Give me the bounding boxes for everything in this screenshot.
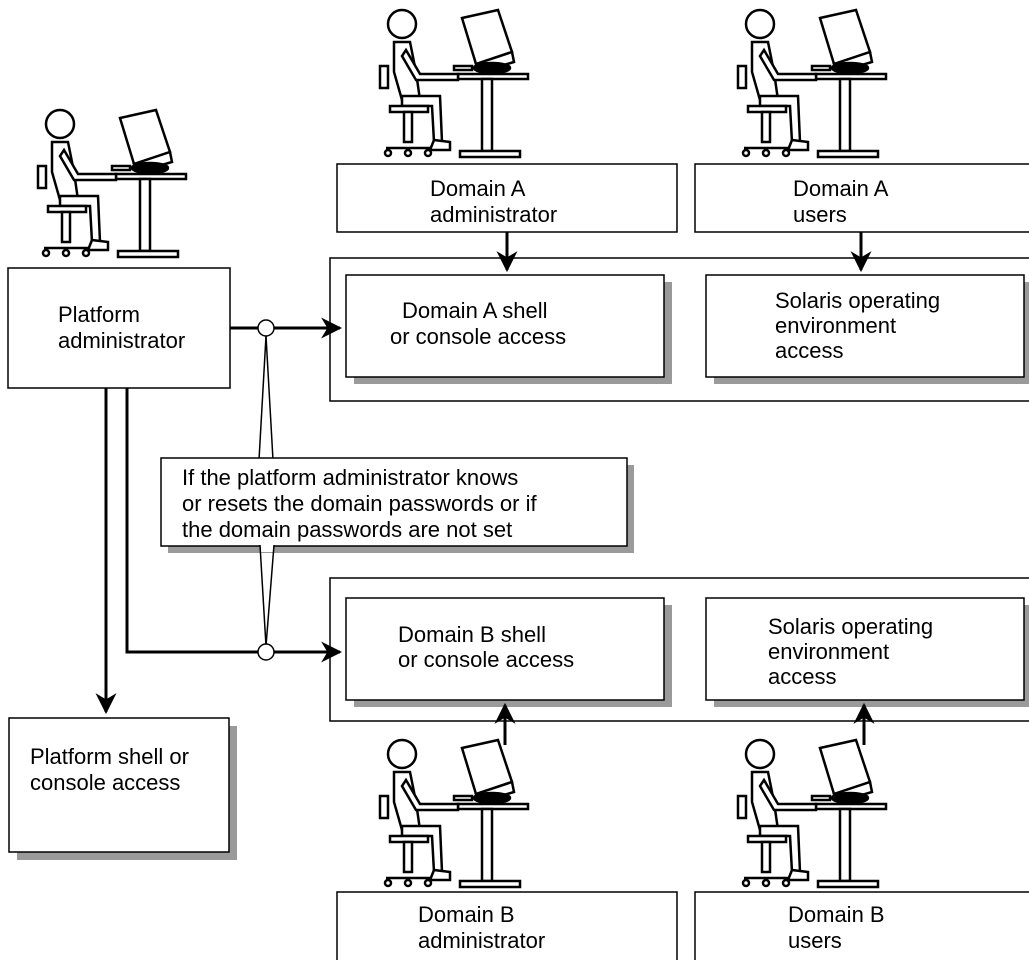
domain-b-solaris-label-line3: access: [768, 664, 836, 689]
domain-b-shell-label-line2: or console access: [398, 647, 574, 672]
platform-shell-box: [8, 717, 230, 853]
domain-b-users-label-line2: users: [788, 928, 842, 953]
domain-b-solaris-box: [705, 597, 1025, 701]
platform-shell-label-line2: console access: [30, 770, 180, 795]
domain-a-users-label-line2: users: [793, 202, 847, 227]
domain-a-shell-label-line1: Domain A shell: [402, 298, 548, 323]
person-at-workstation-icon: [36, 108, 188, 259]
callout-pointer-upper: [258, 335, 267, 461]
domain-b-solaris-label-line2: environment: [768, 639, 889, 664]
platform-administrator-label-line2: administrator: [58, 328, 185, 353]
domain-a-users-box: [694, 163, 1029, 233]
domain-a-shell-box: [345, 274, 665, 378]
callout-text-line1: If the platform administrator knows: [182, 465, 518, 490]
person-at-workstation-icon: [378, 738, 530, 889]
domain-b-administrator-box: [336, 891, 678, 960]
callout-text-line2: or resets the domain passwords or if: [182, 491, 537, 516]
domain-b-administrator-label-line2: administrator: [418, 928, 545, 953]
callout-pointer-upper: [265, 335, 274, 461]
platform-administrator-box: [7, 267, 231, 389]
domain-b-users-label-line1: Domain B: [788, 902, 885, 927]
domain-a-administrator-box: [336, 163, 678, 233]
callout-text-line3: the domain passwords are not set: [182, 517, 512, 542]
domain-b-shell-label-line1: Domain B shell: [398, 622, 546, 647]
person-at-workstation-icon: [736, 8, 888, 159]
domain-a-solaris-label-line3: access: [775, 338, 843, 363]
callout-box: [160, 457, 628, 547]
domain-a-administrator-label-line2: administrator: [430, 202, 557, 227]
domain-b-solaris-label-line1: Solaris operating: [768, 614, 933, 639]
callout-pointer-lower: [265, 544, 275, 647]
person-at-workstation-icon: [736, 738, 888, 889]
domain-a-users-label-line1: Domain A: [793, 176, 889, 201]
callout-pointer-lower: [259, 544, 267, 647]
junction-node: [257, 643, 275, 661]
domain-a-shell-label-line2: or console access: [390, 324, 566, 349]
domain-b-shell-box: [345, 597, 665, 701]
domain-b-administrator-label-line1: Domain B: [418, 902, 515, 927]
domain-b-users-box: [694, 891, 1029, 960]
domain-a-solaris-label-line1: Solaris operating: [775, 288, 940, 313]
platform-shell-label-line1: Platform shell or: [30, 744, 189, 769]
domain-a-solaris-label-line2: environment: [775, 313, 896, 338]
person-at-workstation-icon: [378, 8, 530, 159]
domain-a-administrator-label-line1: Domain A: [430, 176, 526, 201]
platform-administrator-label-line1: Platform: [58, 302, 140, 327]
junction-node: [257, 319, 275, 337]
domain-a-solaris-box: [705, 274, 1025, 378]
